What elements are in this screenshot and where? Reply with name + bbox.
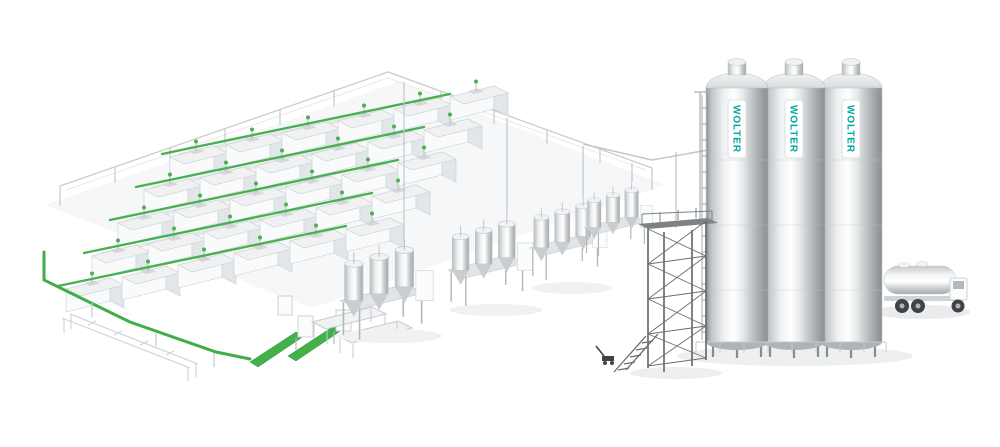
wheel-hub bbox=[955, 303, 961, 309]
silo-label-panel bbox=[841, 99, 861, 159]
tower-platform bbox=[638, 218, 718, 229]
silo: WOLTER bbox=[762, 58, 826, 358]
row-conveyor bbox=[108, 158, 400, 222]
silo: WOLTER bbox=[705, 58, 769, 358]
roof-edge bbox=[59, 71, 653, 187]
row-conveyor bbox=[82, 191, 374, 255]
wheel-hub bbox=[915, 303, 921, 309]
tower-posts bbox=[647, 221, 707, 372]
roller-conveyor-frame bbox=[61, 313, 199, 381]
tanker-truck bbox=[883, 261, 968, 313]
tank-hatch bbox=[897, 262, 911, 268]
silos: WOLTER WOLTER bbox=[701, 58, 883, 358]
control-cabinet bbox=[277, 295, 293, 316]
support-tower bbox=[595, 91, 718, 373]
control-cabinet bbox=[297, 315, 314, 338]
tower-ground-shadow bbox=[630, 367, 722, 379]
drying-stations bbox=[338, 82, 654, 343]
tank-hatch bbox=[915, 261, 929, 267]
silo-ladder bbox=[701, 95, 709, 340]
truck-chassis bbox=[884, 296, 960, 301]
tower-bracing bbox=[647, 220, 707, 367]
silo-brand-label: WOLTER bbox=[731, 105, 742, 153]
tower-stairs bbox=[613, 333, 659, 373]
silo-feed-pipe bbox=[582, 143, 709, 161]
tower-railing bbox=[641, 208, 713, 224]
row-conveyor bbox=[56, 224, 348, 288]
silo-label-panel bbox=[784, 99, 804, 159]
truck-tank bbox=[883, 265, 957, 295]
cab-window bbox=[953, 281, 964, 289]
dryer-shadow bbox=[338, 329, 442, 343]
wheel-hub bbox=[899, 303, 905, 309]
silo-brand-label: WOLTER bbox=[845, 105, 856, 153]
dryer-shadow bbox=[450, 304, 542, 316]
pallet-truck bbox=[595, 345, 614, 365]
row-conveyor bbox=[160, 92, 452, 156]
silo-brand-label: WOLTER bbox=[788, 105, 799, 153]
silo: WOLTER bbox=[819, 58, 883, 358]
collecting-conveyor bbox=[42, 250, 252, 361]
dryer-shadow bbox=[532, 282, 612, 294]
conveyor-lines bbox=[56, 92, 452, 288]
silo-fence bbox=[695, 341, 887, 353]
hall-frame bbox=[59, 71, 653, 206]
silo-label-panel bbox=[727, 99, 747, 159]
row-conveyor bbox=[134, 125, 426, 189]
